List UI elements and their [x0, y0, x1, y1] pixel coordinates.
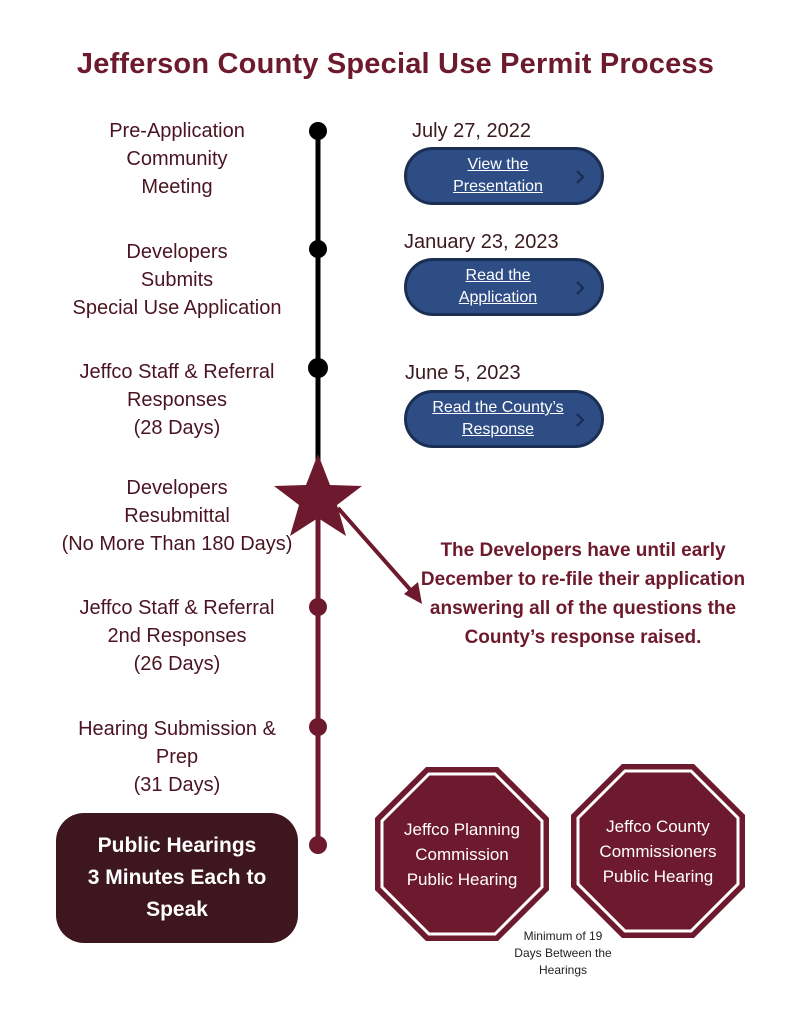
- star-icon: [274, 454, 362, 536]
- view-presentation-label: View the Presentation: [453, 156, 543, 195]
- stage-pre-application: Pre-Application Community Meeting: [109, 120, 245, 198]
- timeline-dot-5: [309, 598, 327, 616]
- timeline-dot-7: [309, 836, 327, 854]
- resubmittal-note: The Developers have until early December…: [420, 540, 746, 648]
- octagon-icon: [375, 767, 549, 941]
- county-commissioners-label: Jeffco County Commissioners Public Heari…: [599, 816, 717, 886]
- timeline-dot-3: [308, 358, 328, 378]
- octagon-icon: [571, 764, 745, 938]
- chevron-right-icon: [576, 281, 585, 295]
- public-hearings-box: Public Hearings 3 Minutes Each to Speak: [56, 813, 298, 943]
- page-title: Jefferson County Special Use Permit Proc…: [76, 48, 715, 80]
- read-application-label: Read the Application: [458, 267, 538, 306]
- timeline-dot-2: [309, 240, 327, 258]
- stage-hearing-prep: Hearing Submission & Prep (31 Days): [78, 718, 276, 796]
- stage-second-responses: Jeffco Staff & Referral 2nd Responses (2…: [79, 597, 275, 675]
- planning-commission-label: Jeffco Planning Commission Public Hearin…: [404, 819, 520, 889]
- arrow-icon: [336, 506, 416, 596]
- timeline-dot-1: [309, 122, 327, 140]
- hearings-gap-note: Minimum of 19 Days Between the Hearings: [514, 929, 612, 977]
- stage-staff-responses: Jeffco Staff & Referral Responses (28 Da…: [79, 361, 275, 439]
- read-county-response-label: Read the County’s Response: [432, 399, 564, 438]
- chevron-right-icon: [576, 413, 585, 427]
- date-pre-application: July 27, 2022: [412, 120, 531, 142]
- read-county-response-button[interactable]: Read the County’s Response: [404, 390, 604, 448]
- stage-resubmittal: Developers Resubmittal (No More Than 180…: [61, 477, 293, 555]
- public-hearings-text: Public Hearings 3 Minutes Each to Speak: [87, 834, 267, 921]
- timeline-dot-6: [309, 718, 327, 736]
- county-commissioners-hearing: Jeffco County Commissioners Public Heari…: [571, 764, 745, 938]
- view-presentation-button[interactable]: View the Presentation: [404, 147, 604, 205]
- date-county-response: June 5, 2023: [405, 362, 521, 384]
- read-application-button[interactable]: Read the Application: [404, 258, 604, 316]
- stage-application-submitted: Developers Submits Special Use Applicati…: [72, 241, 282, 319]
- arrow-head: [404, 582, 422, 604]
- planning-commission-hearing: Jeffco Planning Commission Public Hearin…: [375, 767, 549, 941]
- date-application: January 23, 2023: [404, 231, 559, 253]
- chevron-right-icon: [576, 170, 585, 184]
